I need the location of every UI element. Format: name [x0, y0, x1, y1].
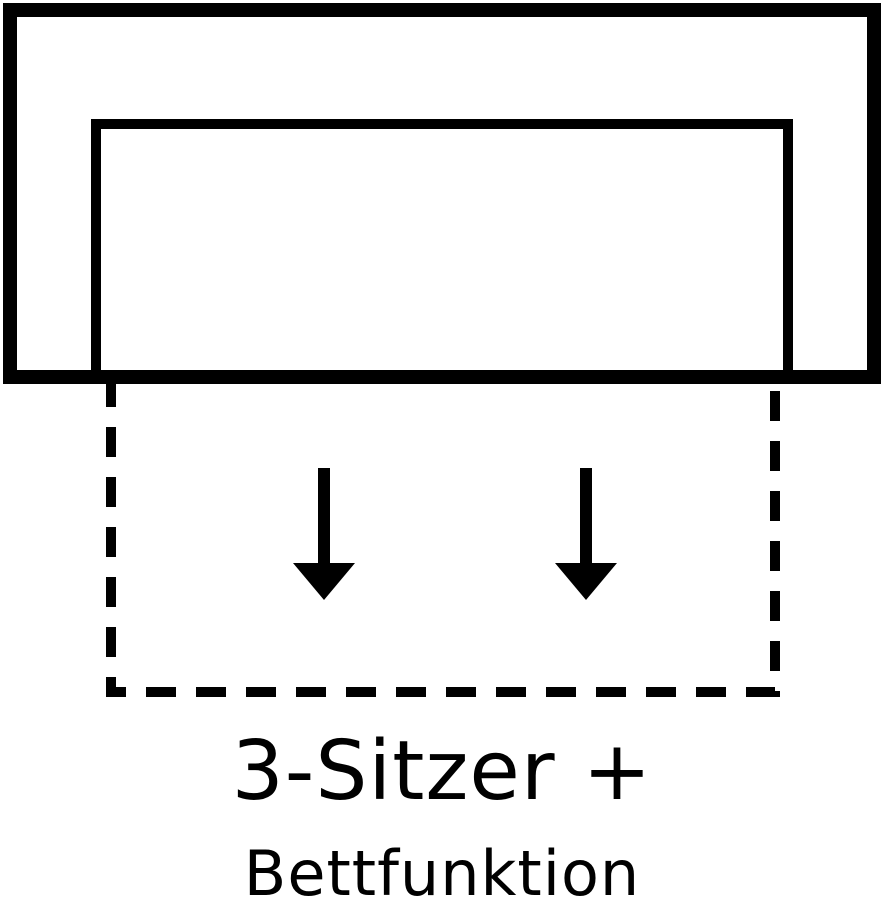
- sofa-frame: [3, 3, 881, 384]
- pull-out-arrow-right: [555, 468, 617, 600]
- seat-cushion: [91, 119, 793, 382]
- caption-seater: 3-Sitzer +: [231, 724, 653, 819]
- caption-bed-function: Bettfunktion: [243, 837, 641, 910]
- pull-out-arrow-left: [293, 468, 355, 600]
- bed-extension-outline: [106, 377, 780, 697]
